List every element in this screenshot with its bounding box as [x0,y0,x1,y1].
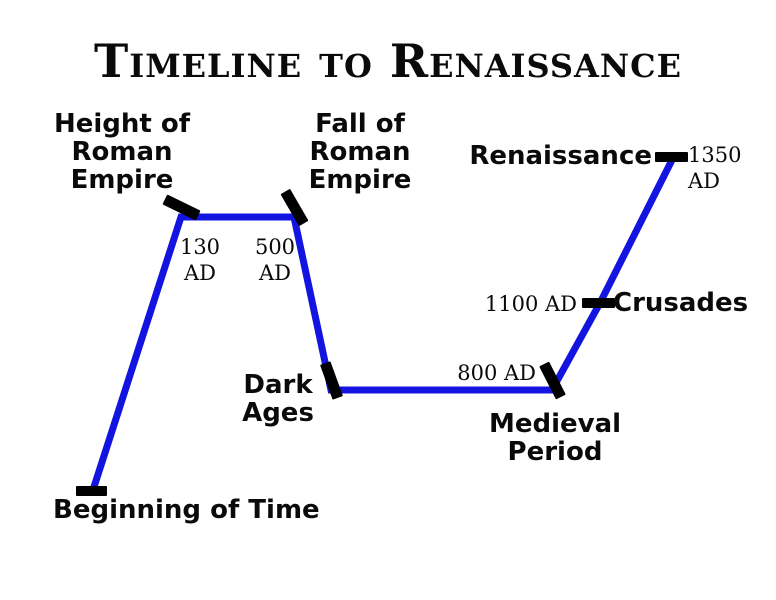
tick-1350-ad [655,152,688,162]
label-fall-of-roman-empire: Fall of Roman Empire [308,109,412,196]
label-height-of-roman-empire: Height of Roman Empire [53,109,191,196]
date-130-ad: 130 AD [179,235,221,286]
tick-crusades [582,298,615,308]
label-medieval-period: Medieval Period [488,409,622,468]
label-beginning-of-time: Beginning of Time [53,495,320,525]
label-renaissance: Renaissance [469,141,652,171]
page-title: Timeline to Renaissance [94,34,682,88]
label-dark-ages: Dark Ages [242,370,314,429]
date-800-ad: 800 AD [457,361,536,385]
date-500-ad: 500 AD [254,235,296,286]
label-crusades: Crusades [613,288,749,318]
date-1100-ad: 1100 AD [484,292,577,316]
tick-beginning-of-time [76,486,107,496]
date-1350-ad: 1350 AD [688,143,742,194]
